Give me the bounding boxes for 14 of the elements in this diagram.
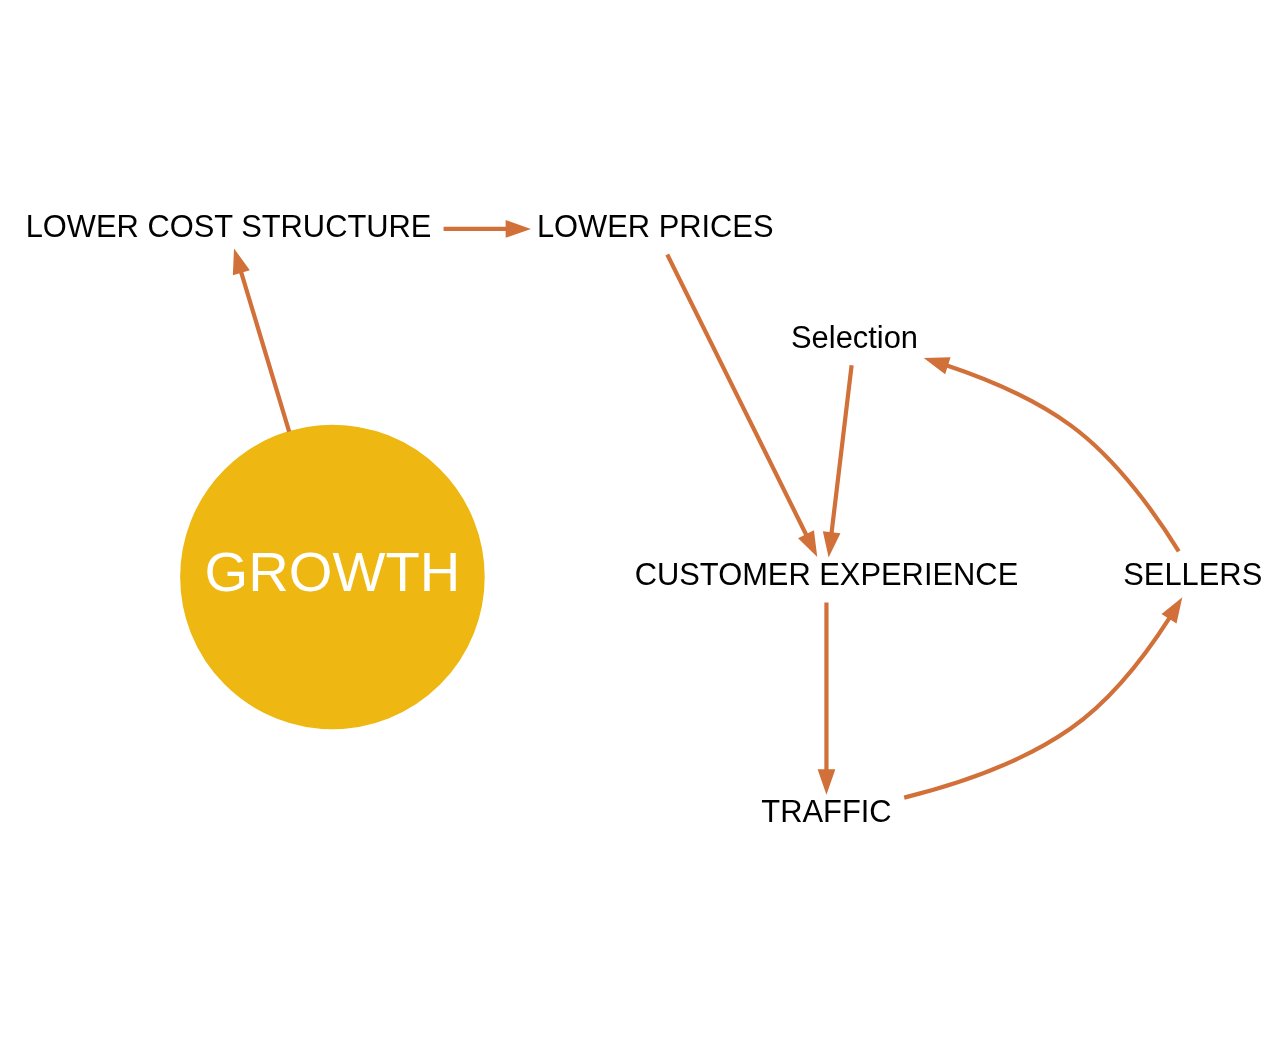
arrow [903,596,1183,800]
arrow [232,247,292,432]
node-text: CUSTOMER EXPERIENCE [634,556,1019,592]
node-text: TRAFFIC [761,793,892,829]
arrow [665,253,818,557]
node-text: SELLERS [1123,556,1263,592]
node-text: LOWER PRICES [536,208,774,244]
arrow [923,356,1181,553]
node-text: Selection [791,319,918,355]
node-circle: GROWTH [180,424,485,729]
arrow [817,602,836,795]
arrow [822,364,854,557]
arrow [443,219,531,238]
node-text: LOWER COST STRUCTURE [25,208,432,244]
